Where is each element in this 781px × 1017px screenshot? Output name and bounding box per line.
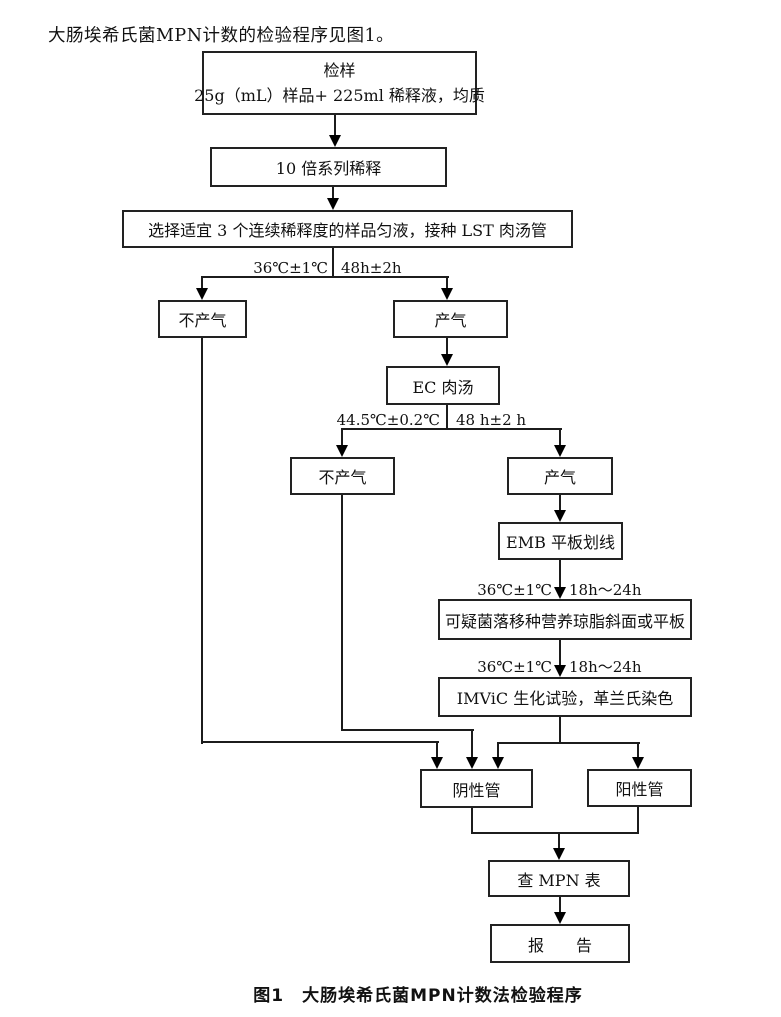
node-report: 报 告 xyxy=(490,924,630,963)
connector-nogas2-drop xyxy=(341,495,343,731)
label-temp-4: 36℃±1℃ xyxy=(477,658,552,676)
node-ec-broth: EC 肉汤 xyxy=(386,366,500,405)
arrow-down-icon xyxy=(554,445,566,457)
node-no-gas-2: 不产气 xyxy=(290,457,395,495)
connector-imvic-positive xyxy=(637,742,639,758)
node-negative-tubes: 阴性管 xyxy=(420,769,533,808)
arrow-down-icon xyxy=(553,848,565,860)
connector-mpn-report xyxy=(559,897,561,913)
connector-merge-mpn xyxy=(558,832,560,849)
connector-junction-gas2 xyxy=(559,429,561,446)
arrow-down-icon xyxy=(336,445,348,457)
node-mpn-table: 查 MPN 表 xyxy=(488,860,630,897)
connector-emb-suspect xyxy=(559,560,561,588)
node-sample-title: 检样 xyxy=(323,61,356,81)
connector-junction-nogas1 xyxy=(201,277,203,289)
connector-imvic-drop xyxy=(559,717,561,744)
node-positive-tubes: 阳性管 xyxy=(587,769,692,807)
connector-nogas1-drop xyxy=(201,338,203,744)
connector-suspect-imvic xyxy=(559,640,561,666)
junction-lst-line xyxy=(201,276,449,278)
intro-text: 大肠埃希氏菌MPN计数的检验程序见图1。 xyxy=(48,26,395,46)
node-suspect-colony: 可疑菌落移种营养琼脂斜面或平板 xyxy=(438,599,692,640)
connector-nogas2-across xyxy=(341,729,474,731)
junction-merge-line xyxy=(471,832,639,834)
label-time-2: 48 h±2 h xyxy=(456,411,527,429)
arrow-down-icon xyxy=(554,510,566,522)
label-time-4: 18h～24h xyxy=(569,658,642,676)
label-temp-1: 36℃±1℃ xyxy=(253,259,328,277)
connector-imvic-negative xyxy=(497,742,499,758)
node-gas-2: 产气 xyxy=(507,457,613,495)
arrow-down-icon xyxy=(441,288,453,300)
connector-nogas1-across xyxy=(201,741,439,743)
connector-nogas2-negative xyxy=(471,729,473,758)
connector-junction-gas1 xyxy=(446,277,448,289)
arrow-down-icon xyxy=(554,665,566,677)
label-temp-2: 44.5℃±0.2℃ xyxy=(336,411,440,429)
connector-gas2-emb xyxy=(559,495,561,511)
figure-caption: 图1 大肠埃希氏菌MPN计数法检验程序 xyxy=(253,986,583,1006)
node-gas-1: 产气 xyxy=(393,300,508,338)
node-sample-detail: 25g（mL）样品+ 225ml 稀释液，均质 xyxy=(194,85,485,105)
connector-negative-merge xyxy=(471,808,473,834)
arrow-down-icon xyxy=(196,288,208,300)
label-temp-3: 36℃±1℃ xyxy=(477,581,552,599)
label-time-1: 48h±2h xyxy=(341,259,402,277)
arrow-down-icon xyxy=(466,757,478,769)
arrow-down-icon xyxy=(327,198,339,210)
node-select-dilutions: 选择适宜 3 个连续稀释度的样品匀液，接种 LST 肉汤管 xyxy=(122,210,573,248)
node-no-gas-1: 不产气 xyxy=(158,300,247,338)
node-emb-plate: EMB 平板划线 xyxy=(498,522,623,560)
connector-ec-junction xyxy=(446,405,448,430)
junction-ec-line xyxy=(341,428,562,430)
label-time-3: 18h～24h xyxy=(569,581,642,599)
arrow-down-icon xyxy=(431,757,443,769)
node-imvic: IMViC 生化试验，革兰氏染色 xyxy=(438,677,692,717)
connector-positive-merge xyxy=(637,807,639,834)
arrow-down-icon xyxy=(632,757,644,769)
connector-sample-dilution xyxy=(334,115,336,136)
arrow-down-icon xyxy=(554,912,566,924)
connector-gas1-ec xyxy=(446,338,448,355)
arrow-down-icon xyxy=(441,354,453,366)
connector-nogas1-negative xyxy=(436,741,438,758)
connector-dilution-select xyxy=(332,187,334,199)
node-sample: 检样 25g（mL）样品+ 225ml 稀释液，均质 xyxy=(194,51,485,115)
arrow-down-icon xyxy=(329,135,341,147)
connector-junction-nogas2 xyxy=(341,429,343,446)
junction-imvic-line xyxy=(497,742,640,744)
arrow-down-icon xyxy=(554,587,566,599)
connector-select-junction xyxy=(332,248,334,278)
node-serial-dilution: 10 倍系列稀释 xyxy=(210,147,447,187)
arrow-down-icon xyxy=(492,757,504,769)
